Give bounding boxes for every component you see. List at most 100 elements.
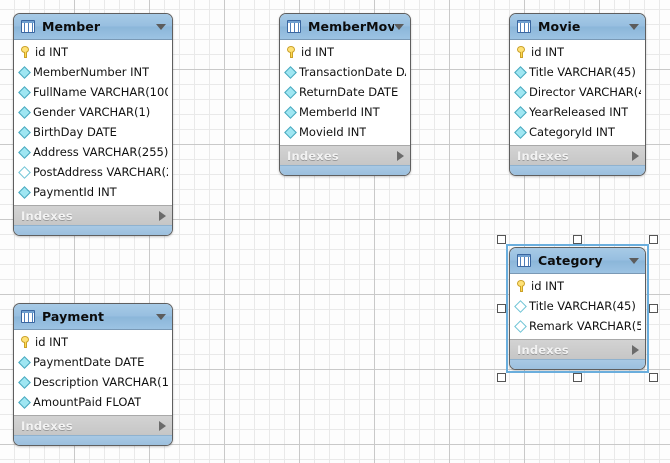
column-row[interactable]: TransactionDate DATE	[280, 62, 410, 82]
column-label: PaymentDate DATE	[33, 355, 145, 369]
expand-right-icon[interactable]	[159, 210, 166, 221]
table-title-bar[interactable]: Payment	[14, 304, 172, 330]
column-label: TransactionDate DATE	[299, 65, 406, 79]
table-title-bar[interactable]: Movie	[510, 14, 645, 40]
column-row[interactable]: Remark VARCHAR(500)	[510, 316, 645, 336]
column-label: FullName VARCHAR(100)	[33, 85, 168, 99]
table-name-label: Payment	[42, 309, 105, 324]
resize-handle-e[interactable]	[649, 303, 658, 313]
resize-handle-se[interactable]	[649, 373, 658, 382]
table-title-bar[interactable]: Member	[14, 14, 172, 40]
indexes-section[interactable]: Indexes	[280, 145, 410, 165]
column-row[interactable]: Address VARCHAR(255)	[14, 142, 172, 162]
table-node-membermovie[interactable]: MemberMovie id INT TransactionDate DATE Ret…	[279, 13, 411, 176]
column-label: Title VARCHAR(45)	[529, 299, 636, 313]
column-row[interactable]: AmountPaid FLOAT	[14, 392, 172, 412]
table-footer-strip	[14, 225, 172, 235]
table-title-bar[interactable]: Category	[510, 248, 645, 274]
column-row[interactable]: PostAddress VARCHAR(255)	[14, 162, 172, 182]
diamond-icon	[514, 65, 527, 79]
table-title-bar[interactable]: MemberMovie	[280, 14, 410, 40]
diamond-icon	[18, 125, 31, 139]
column-row[interactable]: PaymentId INT	[14, 182, 172, 202]
indexes-section[interactable]: Indexes	[14, 205, 172, 225]
chevron-down-icon[interactable]	[629, 23, 639, 30]
indexes-label: Indexes	[517, 148, 569, 163]
expand-right-icon[interactable]	[632, 150, 639, 161]
column-list: id INT Title VARCHAR(45) Remark VARCHAR(50…	[510, 274, 645, 339]
indexes-section[interactable]: Indexes	[14, 415, 172, 435]
chevron-down-icon[interactable]	[394, 23, 404, 30]
column-row[interactable]: id INT	[14, 332, 172, 352]
chevron-down-icon[interactable]	[156, 313, 166, 320]
table-icon	[517, 254, 531, 267]
column-row[interactable]: FullName VARCHAR(100)	[14, 82, 172, 102]
expand-right-icon[interactable]	[632, 344, 639, 355]
column-row[interactable]: BirthDay DATE	[14, 122, 172, 142]
column-row[interactable]: id INT	[14, 42, 172, 62]
column-label: Description VARCHAR(100)	[33, 375, 168, 389]
column-row[interactable]: YearReleased INT	[510, 102, 645, 122]
column-row[interactable]: MemberNumber INT	[14, 62, 172, 82]
table-icon	[21, 20, 35, 33]
diamond-icon	[284, 65, 297, 79]
column-label: MemberId INT	[299, 105, 380, 119]
column-row[interactable]: CategoryId INT	[510, 122, 645, 142]
column-row[interactable]: PaymentDate DATE	[14, 352, 172, 372]
column-label: AmountPaid FLOAT	[33, 395, 142, 409]
table-name-label: MemberMovie	[308, 19, 394, 34]
column-label: id INT	[531, 45, 565, 59]
table-node-payment[interactable]: Payment id INT PaymentDate DATE Description…	[13, 303, 173, 446]
key-icon	[20, 336, 31, 348]
indexes-label: Indexes	[21, 418, 73, 433]
indexes-label: Indexes	[21, 208, 73, 223]
column-label: CategoryId INT	[529, 125, 615, 139]
diamond-icon	[514, 105, 527, 119]
table-name-label: Member	[42, 19, 101, 34]
table-icon	[517, 20, 531, 33]
diamond-outline-icon	[514, 319, 527, 333]
column-row[interactable]: id INT	[510, 42, 645, 62]
resize-handle-ne[interactable]	[649, 235, 658, 244]
column-row[interactable]: Title VARCHAR(45)	[510, 62, 645, 82]
column-row[interactable]: Director VARCHAR(45)	[510, 82, 645, 102]
diamond-icon	[514, 85, 527, 99]
resize-handle-s[interactable]	[572, 373, 582, 382]
resize-handle-nw[interactable]	[497, 235, 506, 244]
resize-handle-w[interactable]	[497, 303, 506, 313]
table-icon	[21, 310, 35, 323]
indexes-section[interactable]: Indexes	[510, 339, 645, 359]
chevron-down-icon[interactable]	[629, 257, 639, 264]
column-label: id INT	[301, 45, 335, 59]
diamond-outline-icon	[18, 165, 31, 179]
chevron-down-icon[interactable]	[156, 23, 166, 30]
column-row[interactable]: id INT	[280, 42, 410, 62]
expand-right-icon[interactable]	[159, 420, 166, 431]
column-row[interactable]: MovieId INT	[280, 122, 410, 142]
column-row[interactable]: MemberId INT	[280, 102, 410, 122]
column-row[interactable]: Title VARCHAR(45)	[510, 296, 645, 316]
diamond-icon	[284, 125, 297, 139]
key-icon	[20, 46, 31, 58]
expand-right-icon[interactable]	[397, 150, 404, 161]
diamond-icon	[18, 85, 31, 99]
key-icon	[516, 280, 527, 292]
column-label: Title VARCHAR(45)	[529, 65, 636, 79]
column-label: PostAddress VARCHAR(255)	[33, 165, 168, 179]
column-label: id INT	[35, 335, 69, 349]
column-row[interactable]: id INT	[510, 276, 645, 296]
diamond-icon	[18, 185, 31, 199]
column-row[interactable]: Gender VARCHAR(1)	[14, 102, 172, 122]
resize-handle-n[interactable]	[572, 235, 582, 244]
table-node-movie[interactable]: Movie id INT Title VARCHAR(45) Director VAR…	[509, 13, 646, 176]
indexes-section[interactable]: Indexes	[510, 145, 645, 165]
column-row[interactable]: Description VARCHAR(100)	[14, 372, 172, 392]
resize-handle-sw[interactable]	[497, 373, 506, 382]
column-row[interactable]: ReturnDate DATE	[280, 82, 410, 102]
table-footer-strip	[510, 165, 645, 175]
diamond-icon	[18, 105, 31, 119]
